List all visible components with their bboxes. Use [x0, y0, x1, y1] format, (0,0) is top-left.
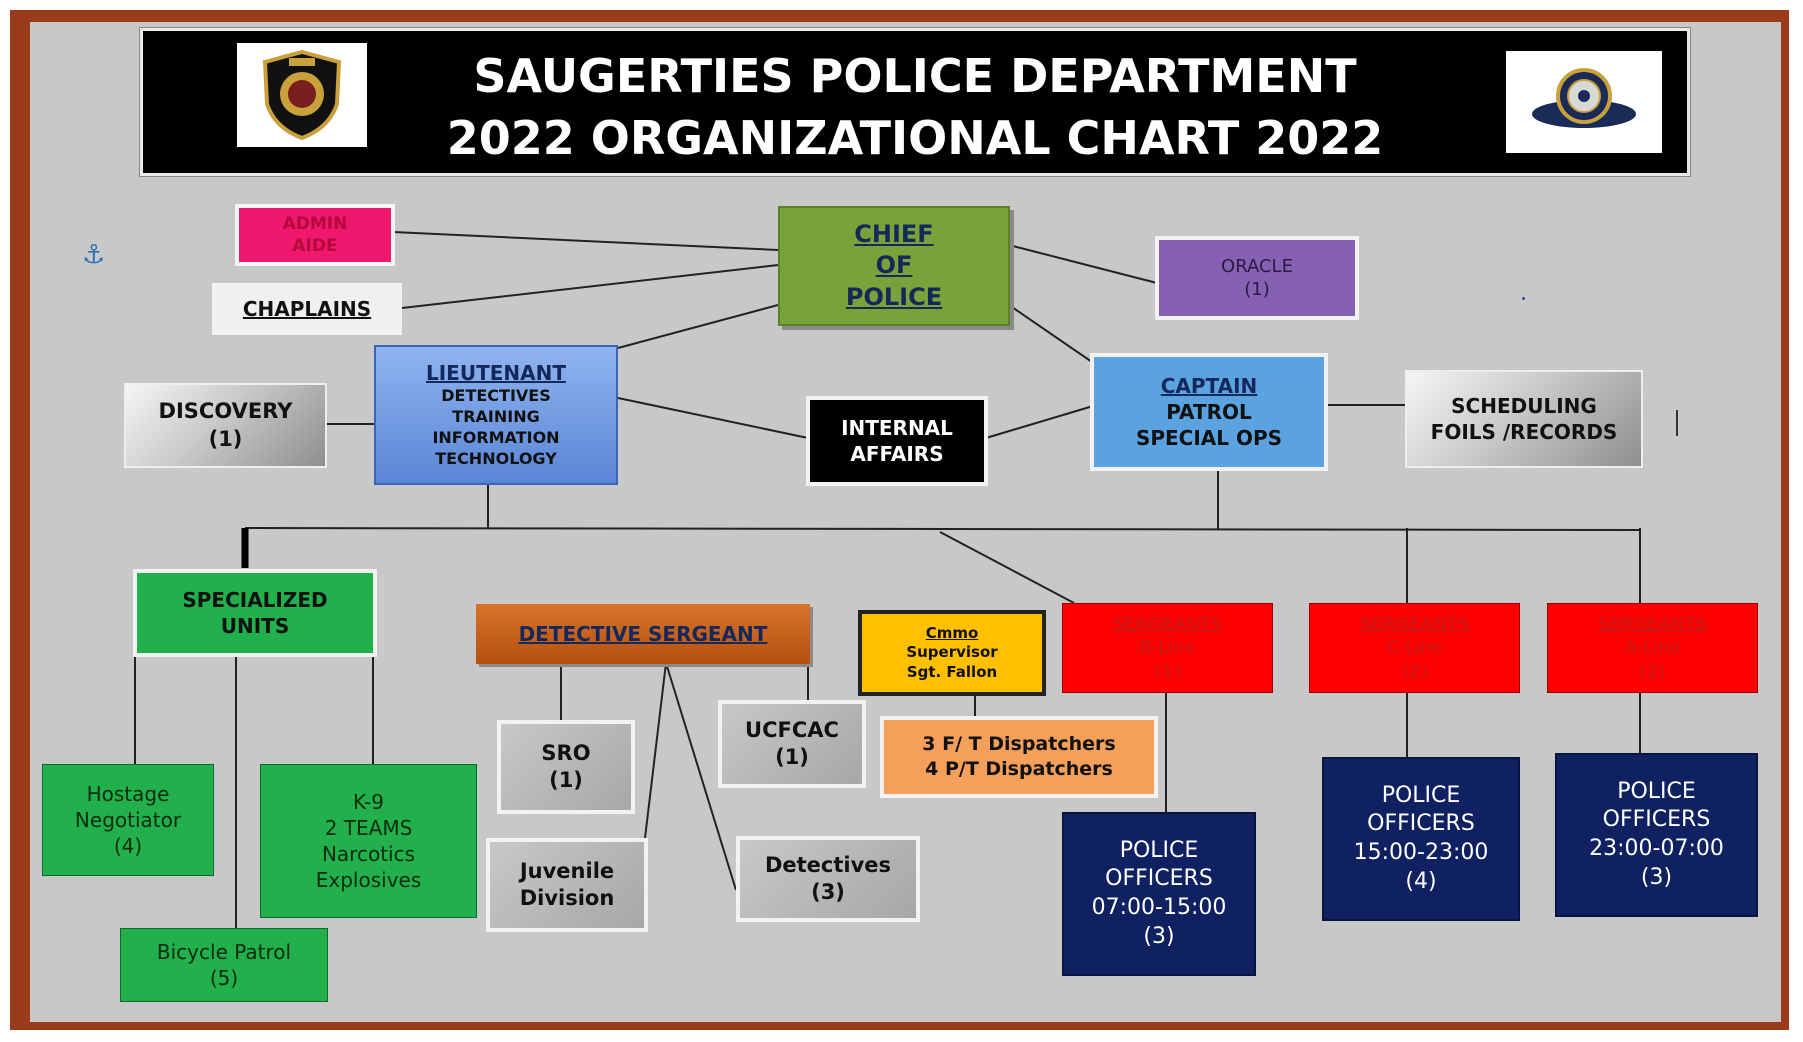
ucfcac-box: UCFCAC (1): [718, 700, 866, 788]
dispatchers-box: 3 F/ T Dispatchers 4 P/T Dispatchers: [880, 716, 1158, 798]
lieutenant-box: LIEUTENANT DETECTIVES TRAINING INFORMATI…: [374, 345, 618, 485]
right-logo-box: [1506, 51, 1662, 153]
sergeants-a-line-box: SERGEANTS A-Line (2): [1547, 603, 1758, 693]
detective-sergeant-box: DETECTIVE SERGEANT: [476, 604, 810, 664]
juvenile-division-box: Juvenile Division: [486, 838, 648, 932]
oracle-box: ORACLE (1): [1155, 236, 1359, 320]
scheduling-box: SCHEDULING FOILS /RECORDS: [1405, 370, 1643, 468]
title-line-1: SAUGERTIES POLICE DEPARTMENT: [473, 49, 1357, 103]
sro-box: SRO (1): [497, 720, 635, 814]
text-cursor-mark: [1676, 410, 1678, 436]
police-badge-icon: [262, 49, 342, 141]
k9-box: K-9 2 TEAMS Narcotics Explosives: [260, 764, 477, 918]
sergeants-b-line-box: SERGEANTS B-Line (1): [1062, 603, 1273, 693]
detectives-box: Detectives (3): [736, 836, 920, 922]
chart-title: SAUGERTIES POLICE DEPARTMENT 2022 ORGANI…: [143, 45, 1687, 169]
sergeants-c-line-box: SERGEANTS C-Line (2): [1309, 603, 1520, 693]
admin-aide-box: ADMIN AIDE: [235, 204, 395, 266]
left-logo-box: [237, 43, 367, 147]
anchor-icon: ⚓: [82, 240, 106, 270]
discovery-box: DISCOVERY (1): [124, 383, 327, 468]
cmmo-supervisor-box: Cmmo Supervisor Sgt. Fallon: [858, 610, 1046, 696]
police-officers-c-box: POLICE OFFICERS 15:00-23:00 (4): [1322, 757, 1520, 921]
bicycle-patrol-box: Bicycle Patrol (5): [120, 928, 328, 1002]
chief-of-police-box: CHIEF OF POLICE: [778, 206, 1010, 326]
police-officers-b-box: POLICE OFFICERS 07:00-15:00 (3): [1062, 812, 1256, 976]
specialized-units-box: SPECIALIZED UNITS: [133, 569, 377, 657]
chaplains-box: CHAPLAINS: [212, 283, 402, 335]
hostage-negotiator-box: Hostage Negotiator (4): [42, 764, 214, 876]
captain-box: CAPTAIN PATROL SPECIAL OPS: [1090, 353, 1328, 471]
police-seal-icon: [1532, 68, 1636, 128]
chart-header: SAUGERTIES POLICE DEPARTMENT 2022 ORGANI…: [140, 28, 1690, 176]
internal-affairs-box: INTERNAL AFFAIRS: [806, 396, 988, 486]
police-officers-a-box: POLICE OFFICERS 23:00-07:00 (3): [1555, 753, 1758, 917]
stray-dot: [1522, 297, 1525, 300]
title-line-2: 2022 ORGANIZATIONAL CHART 2022: [446, 111, 1384, 165]
